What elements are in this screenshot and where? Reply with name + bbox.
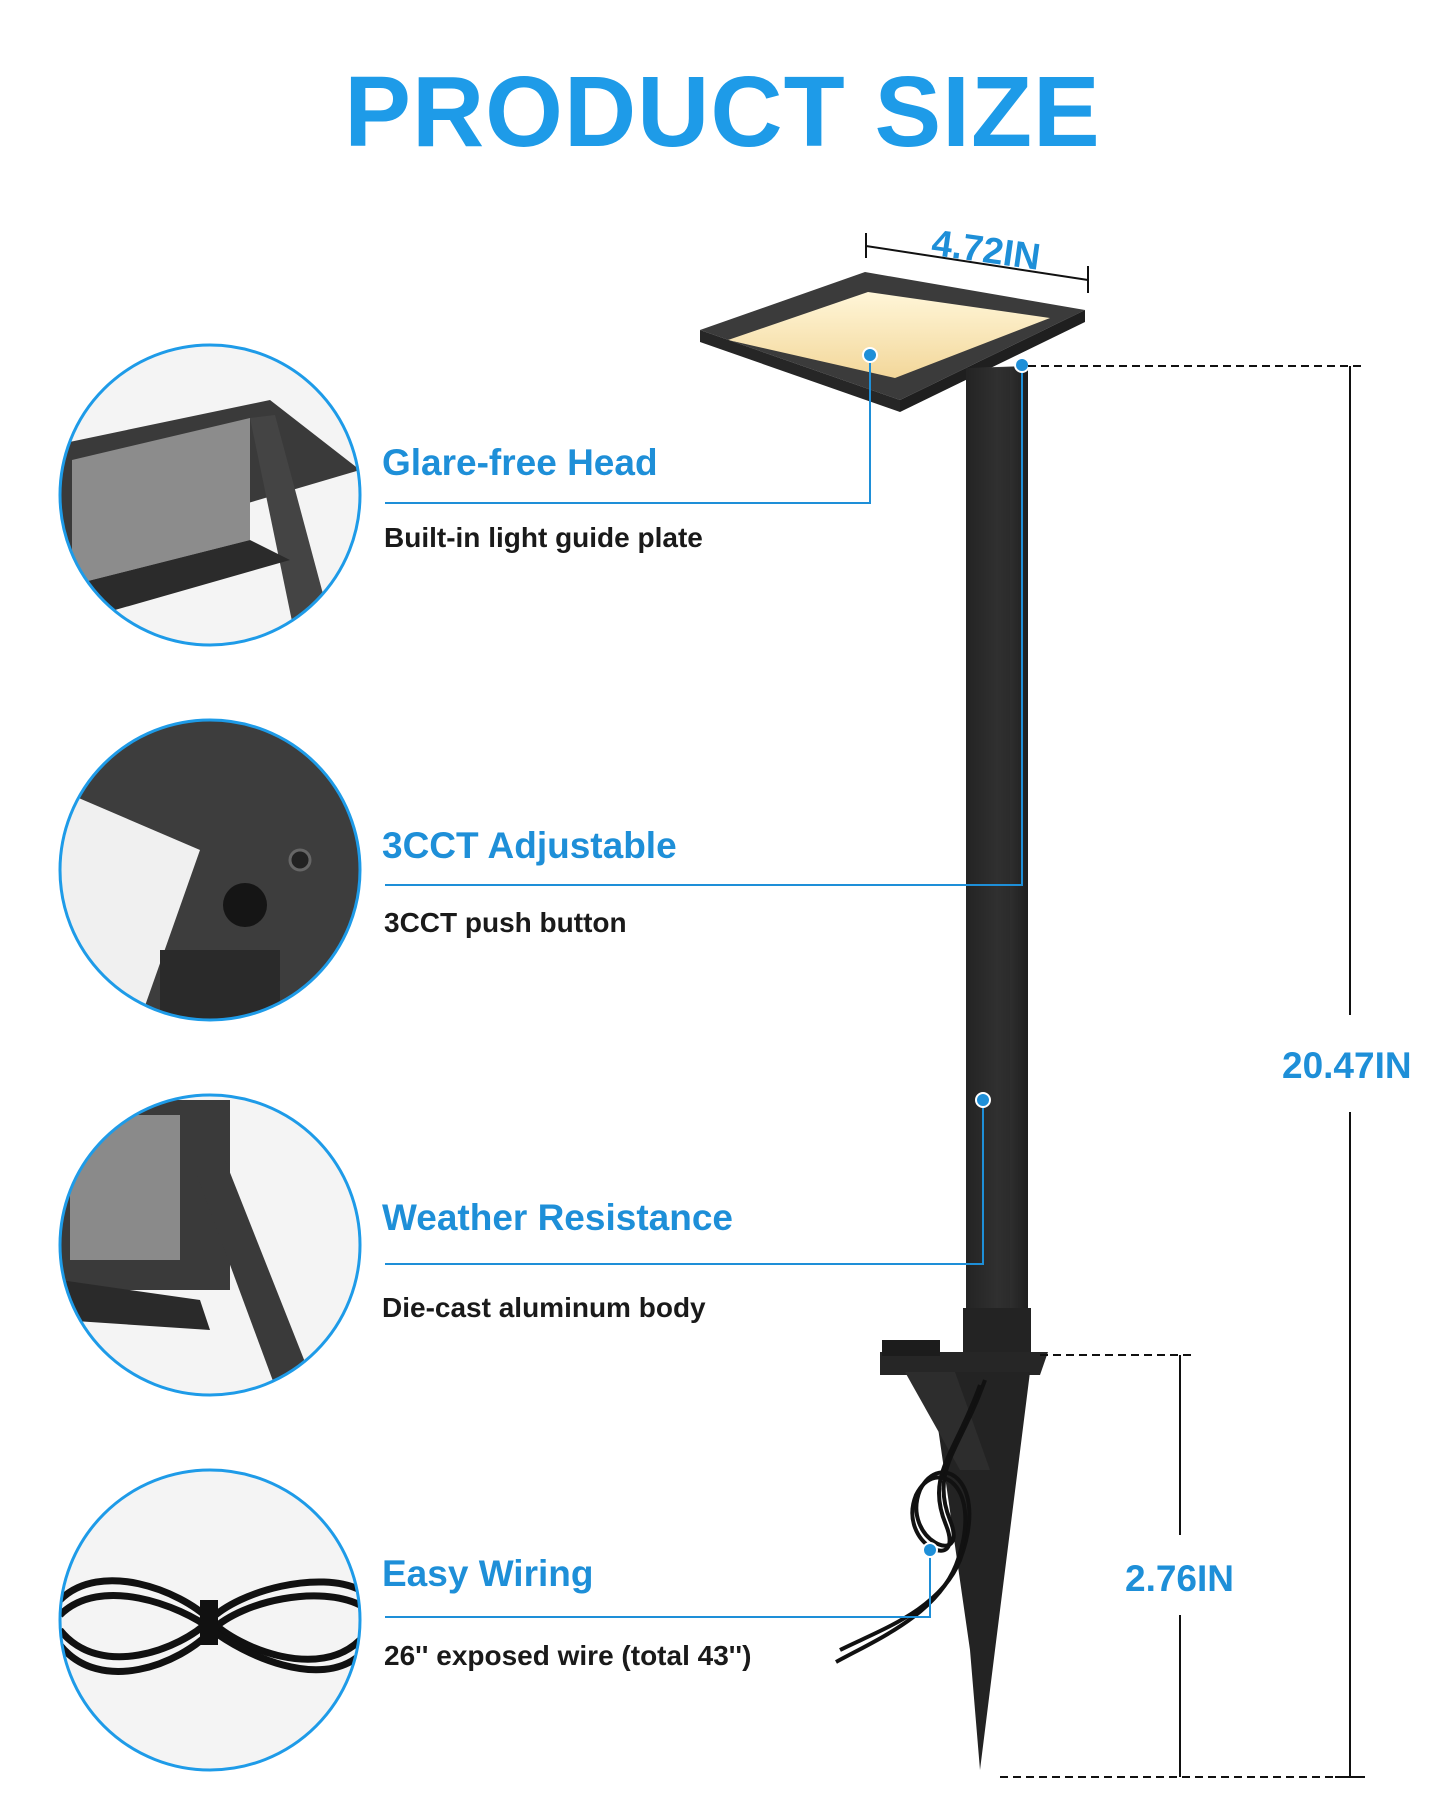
coiled-wire-detail-icon: [58, 1468, 362, 1772]
feature-title-wiring: Easy Wiring: [382, 1553, 594, 1594]
feature-desc-wiring: 26'' exposed wire (total 43''): [384, 1640, 752, 1671]
page-title: PRODUCT SIZE: [344, 56, 1101, 168]
feature-title-glare-free: Glare-free Head: [382, 442, 658, 483]
ground-stake: [880, 1340, 1048, 1770]
lamp-pole: [963, 366, 1031, 1353]
feature-desc-glare-free: Built-in light guide plate: [384, 522, 703, 553]
aluminum-body-detail-icon: [58, 1093, 362, 1397]
callout-dots: [862, 347, 1030, 1558]
feature-title-3cct: 3CCT Adjustable: [382, 825, 677, 866]
callout-lines: [385, 355, 1023, 1618]
feature-desc-weather: Die-cast aluminum body: [382, 1292, 706, 1323]
dimension-lines: [865, 233, 1365, 1778]
lamp-head: [700, 272, 1085, 412]
feature-desc-3cct: 3CCT push button: [384, 907, 627, 938]
stake-height-label: 2.76IN: [1125, 1558, 1235, 1599]
push-button-detail-icon: [58, 718, 362, 1022]
lamp-head-detail-icon: [58, 343, 362, 647]
feature-title-weather: Weather Resistance: [382, 1197, 733, 1238]
total-height-label: 20.47IN: [1282, 1045, 1412, 1086]
